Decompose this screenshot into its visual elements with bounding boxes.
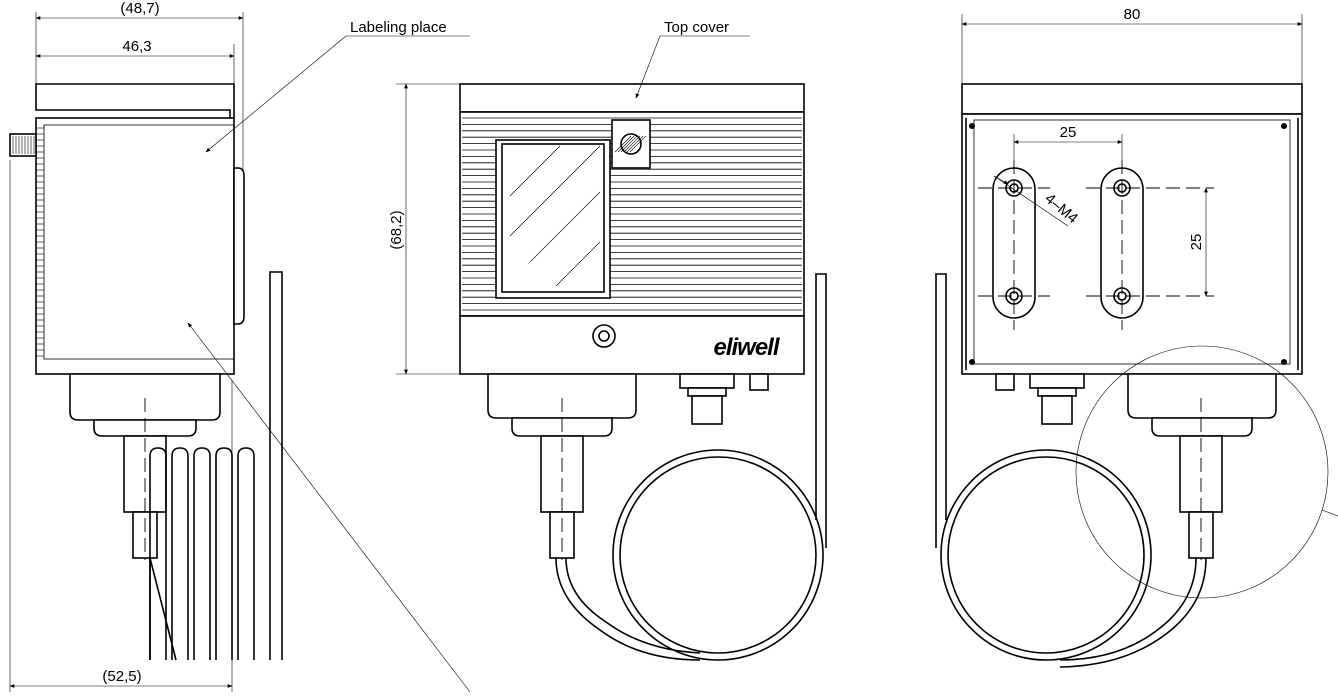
dimension-side-top-outer: (48,7) [35, 0, 244, 170]
back-bottom-neck [1151, 417, 1253, 437]
dimension-front-height: (68,2) [388, 83, 460, 375]
labeling-leader-lower [187, 322, 471, 693]
back-connector-top [1029, 373, 1085, 389]
side-protrusion [233, 167, 245, 325]
front-lower-panel [459, 315, 805, 375]
side-knob [9, 133, 37, 157]
side-top-cover [35, 83, 235, 119]
dimension-side-bottom: (52,5) [9, 160, 233, 692]
callout-top-cover: Top cover [635, 19, 750, 99]
dimension-side-top-inner: 46,3 [35, 38, 235, 84]
front-capillary-loop [612, 449, 824, 661]
dimension-back-width: 80 [961, 6, 1303, 84]
front-connector-body [691, 395, 723, 425]
front-reset-button-icon [592, 324, 616, 348]
coil-loop [215, 447, 233, 660]
coil-loop [149, 447, 167, 660]
callout-labeling-place: Labeling place [205, 19, 470, 153]
front-small-nub [749, 373, 769, 391]
brand-logo: eliwell [713, 334, 780, 361]
dimension-label-52-5: (52,5) [102, 668, 141, 685]
front-top-cover [459, 83, 805, 113]
side-ribs [36, 127, 44, 357]
back-capillary-loop [940, 449, 1152, 661]
coil-loop [237, 447, 255, 660]
side-body [35, 117, 235, 375]
dimension-label-68-2: (68,2) [388, 210, 405, 249]
back-connector-body [1041, 395, 1073, 425]
front-bottom-housing [487, 373, 637, 419]
back-top-cover [961, 83, 1303, 115]
dimension-hole-spacing-v: 25 [1188, 187, 1208, 297]
dimension-label-80: 80 [1124, 6, 1141, 23]
front-connector-top [679, 373, 735, 389]
detail-circle [1075, 345, 1329, 599]
side-capillary-tube [269, 271, 283, 660]
adjuster-screw-icon [620, 133, 642, 155]
dimension-hole-spacing-h: 25 [1013, 124, 1123, 160]
back-small-nub [995, 373, 1015, 391]
front-connector-mid [687, 387, 727, 397]
back-body [961, 113, 1303, 375]
side-bottom-housing [69, 373, 221, 421]
front-window-glass [501, 143, 605, 293]
dimension-label-48-7: (48,7) [120, 0, 159, 17]
side-view: (48,7) 46,3 [9, 0, 471, 693]
coil-loop [193, 447, 211, 660]
corner-screw-icon [969, 123, 975, 129]
side-capillary-coil [149, 447, 255, 661]
corner-screw-icon [969, 359, 975, 365]
callout-top-cover-label: Top cover [664, 19, 729, 36]
callout-labeling-place-label: Labeling place [350, 19, 447, 36]
coil-loop [171, 447, 189, 660]
corner-screw-icon [1281, 123, 1287, 129]
back-bottom-housing [1127, 373, 1277, 419]
back-plate [973, 119, 1291, 365]
dimension-label-25-h: 25 [1060, 124, 1077, 141]
back-view: 80 25 [935, 6, 1338, 668]
corner-screw-icon [1281, 359, 1287, 365]
dimension-label-25-v: 25 [1188, 234, 1205, 251]
dimension-label-46-3: 46,3 [122, 38, 151, 55]
front-view: (68,2) eliwell [388, 83, 827, 661]
